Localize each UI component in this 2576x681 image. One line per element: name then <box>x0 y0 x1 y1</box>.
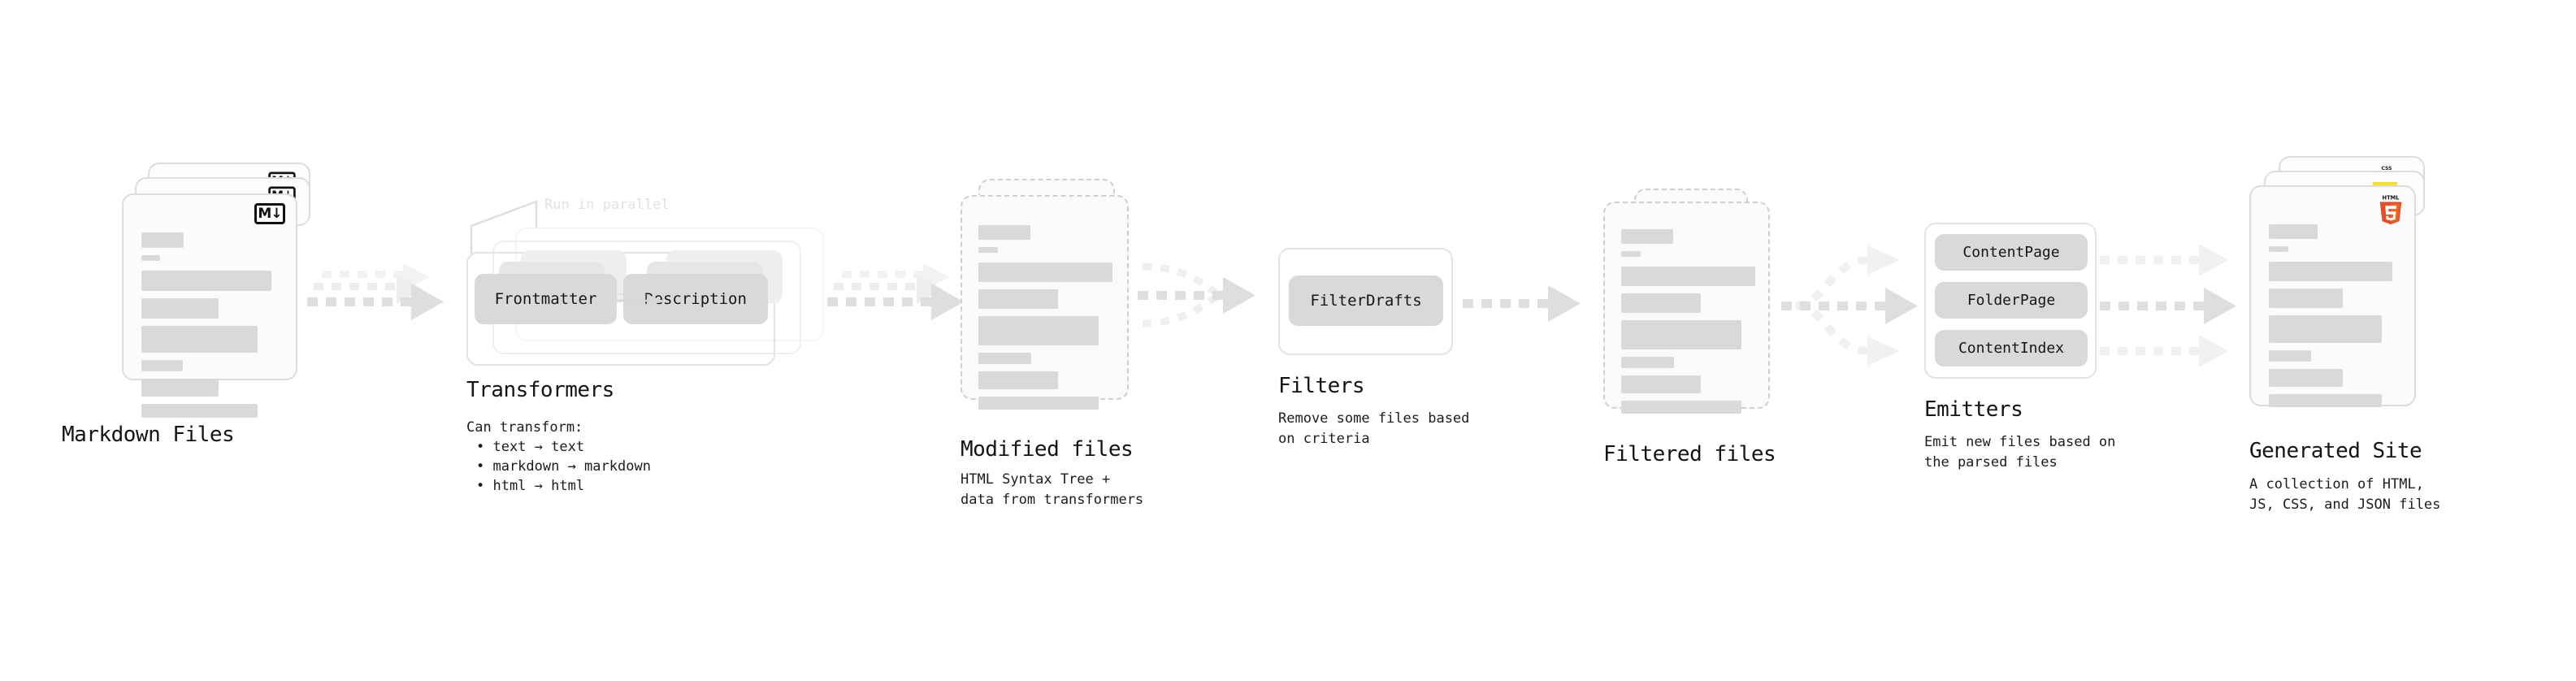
filtered-files-title: Filtered files <box>1603 442 1776 466</box>
stage-markdown-files: M↓ M↓ M↓ Markdown Fi <box>62 163 333 447</box>
markdown-card-front: M↓ <box>122 193 297 418</box>
generated-site-title: Generated Site <box>2249 439 2422 463</box>
emitters-pill-content-page[interactable]: ContentPage <box>1935 234 2088 271</box>
emitters-box <box>1924 223 2097 379</box>
emitters-desc: Emit new files based on the parsed files <box>1924 434 2116 471</box>
html5-badge: HTML <box>2379 195 2402 225</box>
filtered-card-front <box>1603 202 1770 414</box>
emitters-pill-content-index[interactable]: ContentIndex <box>1935 330 2088 367</box>
run-in-parallel-label: Run in parallel <box>544 197 670 213</box>
modified-files-title: Modified files <box>961 437 1134 462</box>
modified-card-placeholder-lines <box>978 225 1112 417</box>
markdown-card-placeholder-lines <box>141 232 280 425</box>
filters-desc: Remove some files based on criteria <box>1278 410 1470 447</box>
generated-site-desc: A collection of HTML, JS, CSS, and JSON … <box>2249 476 2441 513</box>
site-card-front: HTML <box>2249 185 2416 407</box>
transformers-desc-head: Can transform: <box>466 419 583 436</box>
filters-title: Filters <box>1278 374 1365 398</box>
site-card-placeholder-lines <box>2269 224 2400 414</box>
transformers-pill-description[interactable]: Description <box>623 274 768 324</box>
transformers-pill-frontmatter[interactable]: Frontmatter <box>475 274 617 324</box>
stage-generated-site: CSS HTML <box>2249 156 2461 513</box>
stage-filtered-files: Filtered files <box>1603 189 1790 466</box>
markdown-badge-front: M↓ <box>254 203 285 224</box>
transformers-desc-item-3: • html → html <box>476 478 585 494</box>
filtered-card-placeholder-lines <box>1621 229 1755 421</box>
markdown-files-title: Markdown Files <box>62 423 235 447</box>
modified-card-front <box>961 195 1129 410</box>
arrow-filters-to-filtered <box>1463 285 1581 322</box>
emitters-pill-folder-page[interactable]: FolderPage <box>1935 282 2088 319</box>
modified-files-desc: HTML Syntax Tree + data from transformer… <box>961 471 1144 508</box>
transformers-desc-item-1: • text → text <box>476 439 585 455</box>
filters-box <box>1278 248 1453 355</box>
transformers-desc-item-2: • markdown → markdown <box>476 458 651 475</box>
filters-pill-filter-drafts[interactable]: FilterDrafts <box>1289 275 1443 326</box>
transformers-title: Transformers <box>466 378 614 402</box>
arrow-modified-to-filters <box>1138 262 1255 327</box>
stage-modified-files: Modified files HTML Syntax Tree + data f… <box>961 179 1147 508</box>
html5-badge-word: HTML <box>2383 195 2400 202</box>
emitters-title: Emitters <box>1924 397 2023 422</box>
